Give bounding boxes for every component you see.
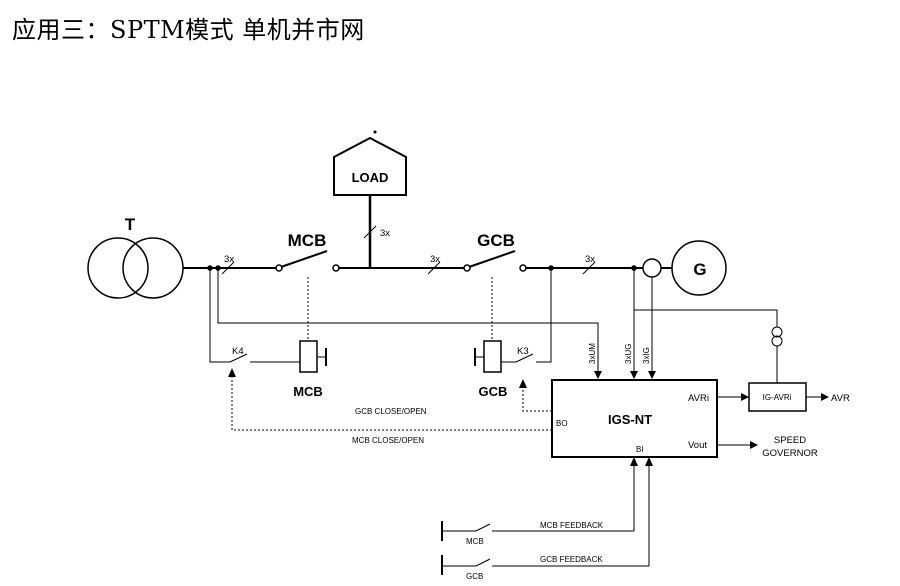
load-label: LOAD (352, 170, 389, 185)
three-x-label-4: 3x (585, 254, 595, 265)
avr-label: AVR (831, 393, 850, 404)
three-x-label-1: 3x (224, 254, 234, 265)
mcb-feedback-contact-label: MCB (466, 537, 484, 546)
mcb-feedback-label: MCB FEEDBACK (540, 521, 604, 530)
gcb-feedback-contact-label: GCB (466, 572, 483, 581)
mcb-coil (299, 340, 318, 373)
current-transformer (642, 258, 662, 278)
igs-nt-controller (551, 379, 718, 458)
gcb-breaker-label: GCB (477, 231, 515, 250)
ig-sense-label: 3xIG (642, 347, 651, 364)
gcb-feedback-label: GCB FEEDBACK (540, 555, 603, 564)
bo-port-label: BO (556, 419, 568, 428)
three-x-label-3: 3x (430, 254, 440, 265)
governor-label: GOVERNOR (762, 448, 818, 459)
vout-port-label: Vout (688, 440, 707, 451)
bi-port-label: BI (636, 445, 644, 454)
gcb-coil-label: GCB (479, 384, 508, 399)
gcb-coil (483, 340, 502, 373)
gcb-close-open-label: GCB CLOSE/OPEN (355, 407, 427, 416)
page-title: 应用三：SPTM模式 单机并市网 (12, 16, 365, 44)
um-sense-label: 3xUM (588, 343, 597, 364)
mcb-coil-label: MCB (293, 384, 323, 399)
generator-label: G (693, 260, 706, 279)
avri-port-label: AVRi (688, 393, 709, 404)
transformer-symbol (87, 237, 184, 299)
mcb-breaker-label: MCB (288, 231, 327, 250)
mcb-close-open-label: MCB CLOSE/OPEN (352, 436, 424, 445)
ig-avri-label: IG-AVRi (763, 393, 792, 402)
mcb-breaker (275, 250, 340, 272)
k3-label: K3 (517, 346, 529, 357)
ug-sense-label: 3xUG (624, 344, 633, 364)
three-x-label-2: 3x (380, 228, 390, 239)
transformer-label: T (125, 215, 136, 234)
generator-symbol (671, 240, 727, 296)
speed-label: SPEED (774, 435, 806, 446)
controller-label: IGS-NT (608, 412, 652, 427)
load-box (333, 136, 407, 196)
k4-label: K4 (232, 346, 244, 357)
gcb-breaker (463, 250, 527, 272)
